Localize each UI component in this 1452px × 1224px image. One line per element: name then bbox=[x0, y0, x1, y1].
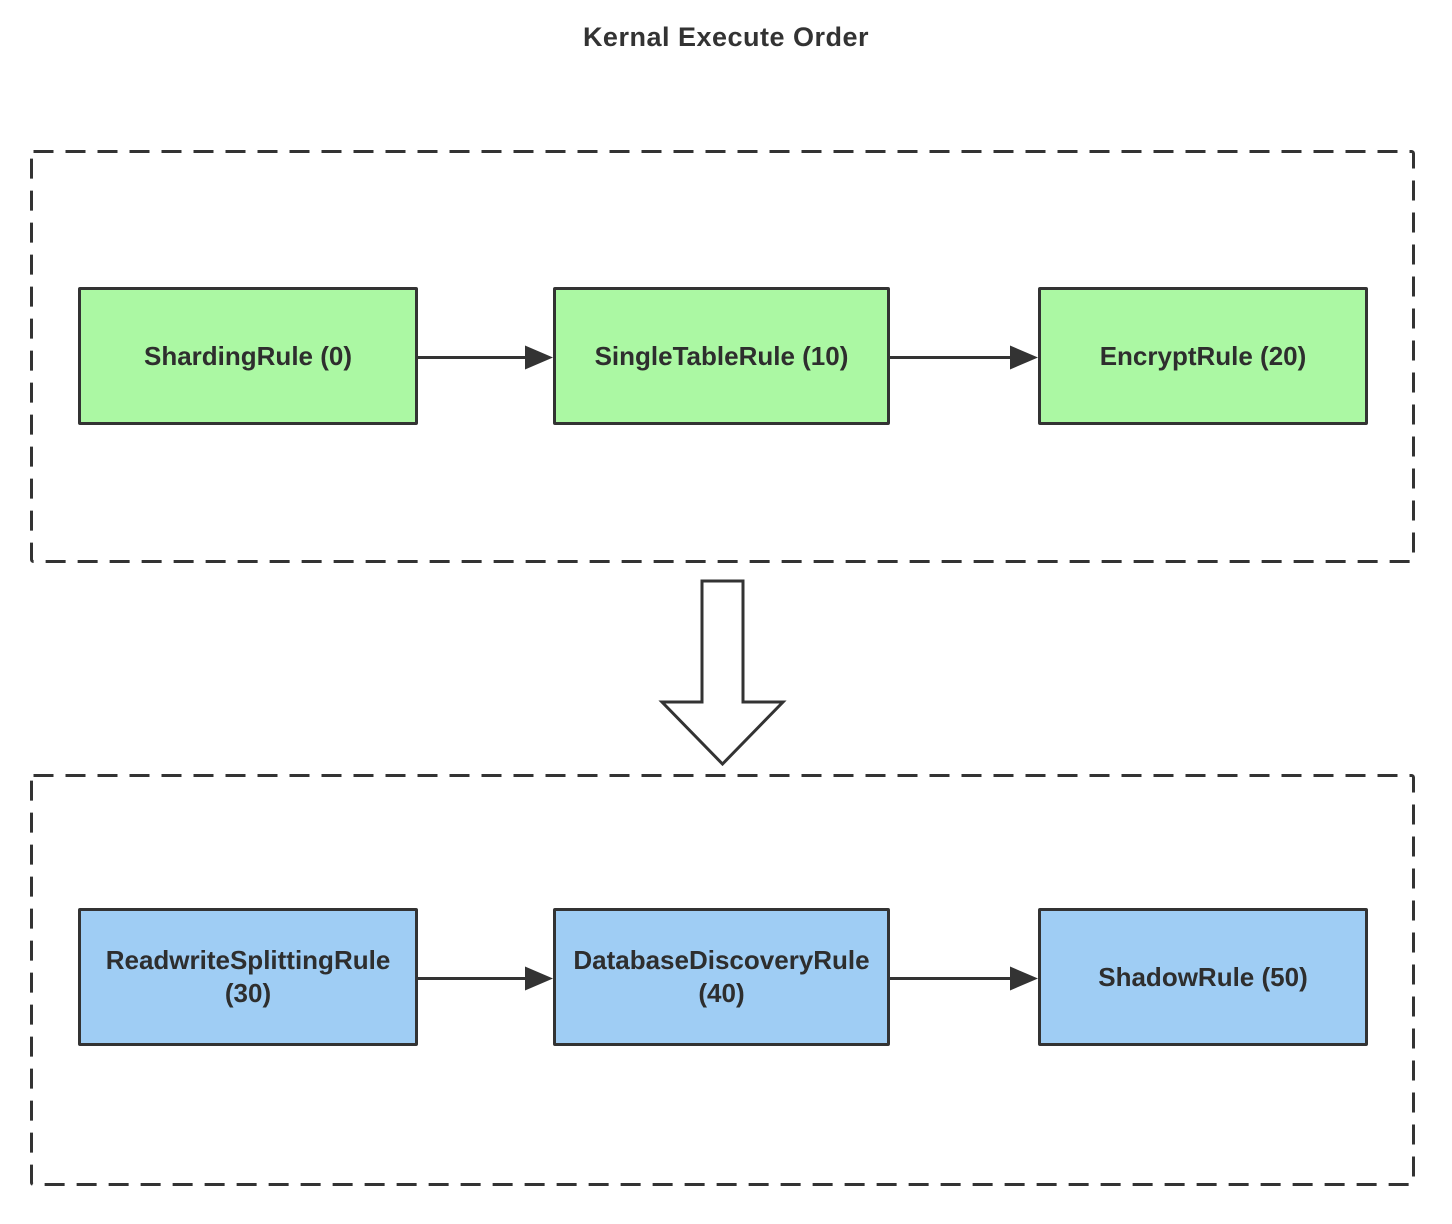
flow-arrow-bottom-2 bbox=[890, 966, 1038, 991]
rule-box-label: DatabaseDiscoveryRule (40) bbox=[573, 945, 870, 1008]
rule-box-label: SingleTableRule (10) bbox=[594, 340, 849, 371]
flow-arrow-top-1 bbox=[418, 345, 553, 370]
bottom-group-border bbox=[30, 774, 1415, 1186]
rule-box-label: EncryptRule (20) bbox=[1099, 340, 1307, 371]
down-arrow-icon bbox=[658, 579, 787, 767]
rule-box-encrypt: EncryptRule (20) bbox=[1038, 287, 1368, 425]
flow-arrow-bottom-1 bbox=[418, 966, 553, 991]
page-title: Kernal Execute Order bbox=[582, 22, 870, 52]
flow-arrow-top-2 bbox=[890, 345, 1038, 370]
top-group-border bbox=[30, 150, 1415, 563]
rule-box-single-table: SingleTableRule (10) bbox=[553, 287, 890, 425]
rule-box-shadow: ShadowRule (50) bbox=[1038, 908, 1368, 1046]
rule-box-readwrite-splitting: ReadwriteSplittingRule (30) bbox=[78, 908, 418, 1046]
rule-box-database-discovery: DatabaseDiscoveryRule (40) bbox=[553, 908, 890, 1046]
rule-box-sharding: ShardingRule (0) bbox=[78, 287, 418, 425]
rule-box-label: ShardingRule (0) bbox=[143, 340, 352, 371]
rule-box-label: ShadowRule (50) bbox=[1098, 961, 1308, 992]
rule-box-label: ReadwriteSplittingRule (30) bbox=[105, 945, 391, 1008]
